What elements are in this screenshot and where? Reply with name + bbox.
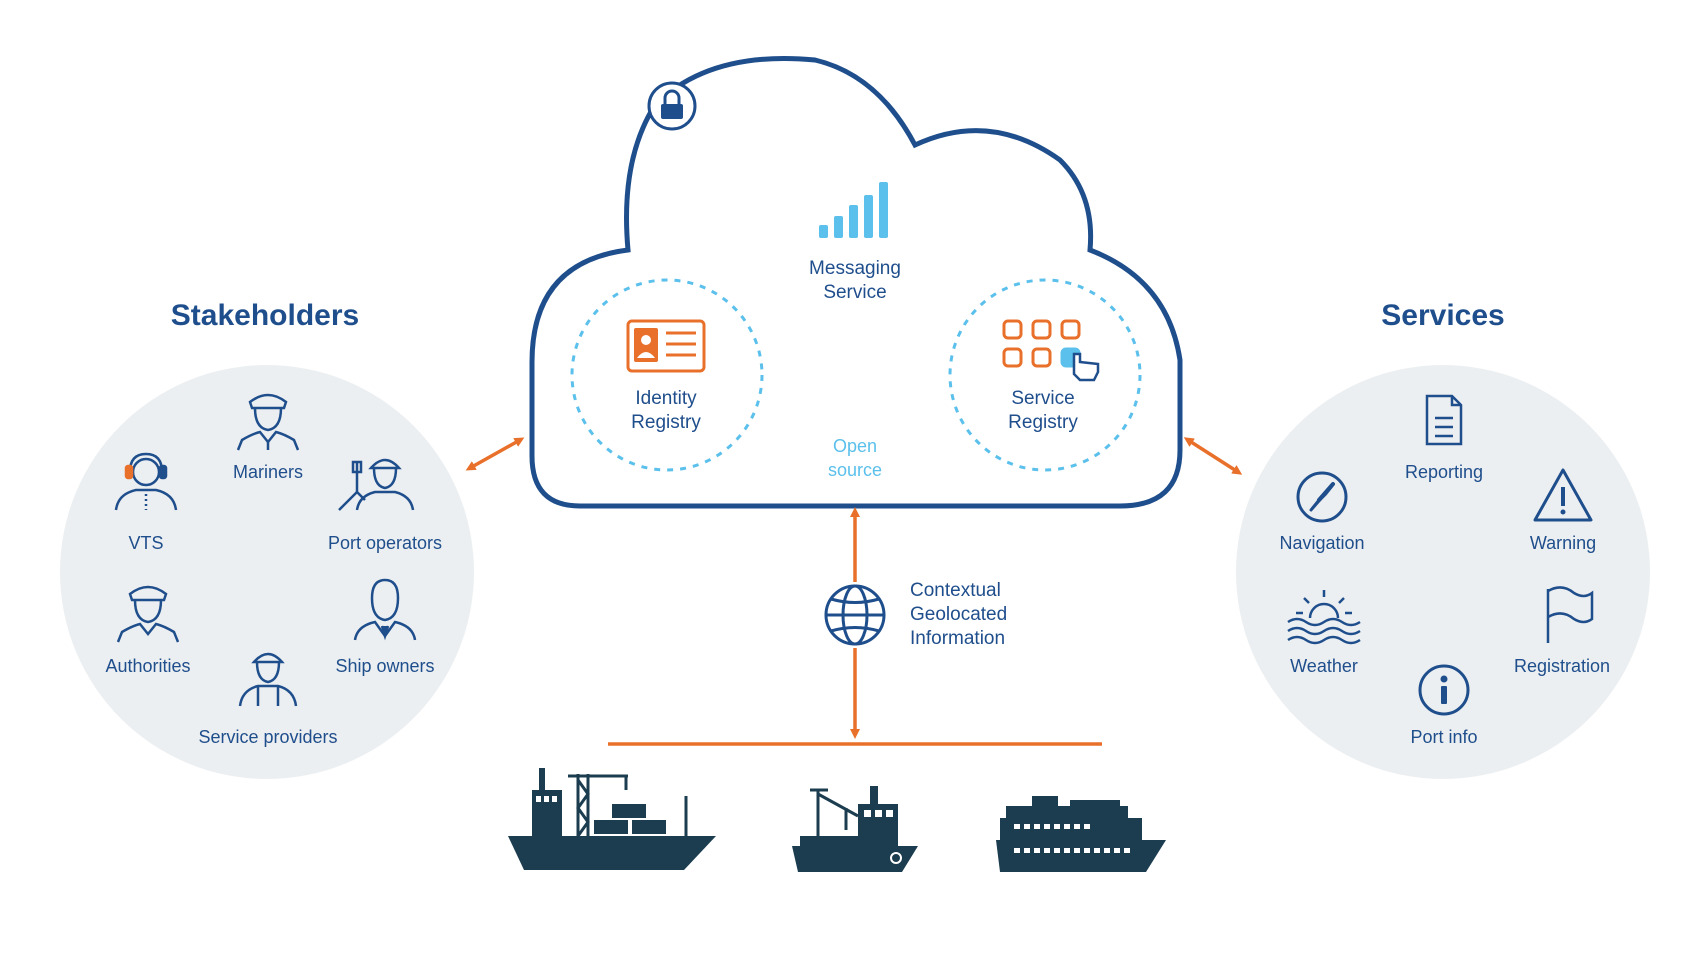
- businessman-icon: [353, 578, 417, 641]
- service-label-weather: Weather: [1290, 656, 1358, 676]
- cloud-services-arrow: [1183, 437, 1243, 475]
- stakeholders-circle: [60, 365, 474, 779]
- open-source-label-1: Open: [833, 436, 877, 456]
- info-label-3: Information: [910, 628, 1005, 649]
- stakeholder-label-mariners: Mariners: [233, 462, 303, 482]
- identity-label-2: Registry: [631, 412, 701, 433]
- cruise-ship-icon: [996, 796, 1166, 872]
- flag-icon: [1546, 586, 1594, 643]
- cargo-ship-icon: [508, 768, 716, 870]
- port-worker-icon: [338, 458, 415, 511]
- stakeholder-label-vts: VTS: [128, 533, 163, 553]
- globe-icon: [824, 584, 886, 646]
- hardhat-worker-icon: [238, 652, 298, 707]
- signal-bars-icon: [819, 182, 888, 238]
- officer-icon: [116, 585, 180, 643]
- messaging-label-1: Messaging: [809, 258, 901, 279]
- stakeholder-label-ship-owners: Ship owners: [335, 656, 434, 676]
- sun-waves-icon: [1287, 590, 1361, 645]
- stakeholder-label-port-operators: Port operators: [328, 533, 442, 553]
- service-label-reporting: Reporting: [1405, 462, 1483, 482]
- headset-operator-icon: [114, 452, 178, 511]
- messaging-label-2: Service: [823, 282, 886, 303]
- services-circle: [1236, 365, 1650, 779]
- service-label-navigation: Navigation: [1279, 533, 1364, 553]
- service-registry-label-1: Service: [1011, 388, 1074, 409]
- document-icon: [1425, 394, 1463, 446]
- service-registry-label-2: Registry: [1008, 412, 1078, 433]
- mariner-icon: [236, 393, 300, 451]
- warning-icon: [1533, 468, 1593, 522]
- fishing-boat-icon: [792, 786, 918, 872]
- info-label-2: Geolocated: [910, 604, 1007, 625]
- info-label-1: Contextual: [910, 580, 1001, 601]
- stakeholder-label-service-providers: Service providers: [198, 727, 337, 747]
- stakeholders-title: Stakeholders: [171, 299, 359, 332]
- open-source-label-2: source: [828, 460, 882, 480]
- service-label-registration: Registration: [1514, 656, 1610, 676]
- service-registry-ring: [948, 278, 1142, 472]
- cloud-outline: [529, 55, 1183, 509]
- lock-icon: [647, 81, 697, 131]
- services-title: Services: [1381, 299, 1504, 332]
- cloud: [529, 55, 1183, 509]
- compass-icon: [1296, 471, 1348, 523]
- identity-registry-ring: [570, 278, 764, 472]
- stakeholder-label-authorities: Authorities: [105, 656, 190, 676]
- service-label-port-info: Port info: [1410, 727, 1477, 747]
- service-label-warning: Warning: [1530, 533, 1596, 553]
- stakeholders-cloud-arrow: [465, 437, 525, 471]
- pointer-hand-icon: [1072, 352, 1100, 382]
- identity-label-1: Identity: [635, 388, 697, 409]
- info-icon: [1418, 664, 1470, 716]
